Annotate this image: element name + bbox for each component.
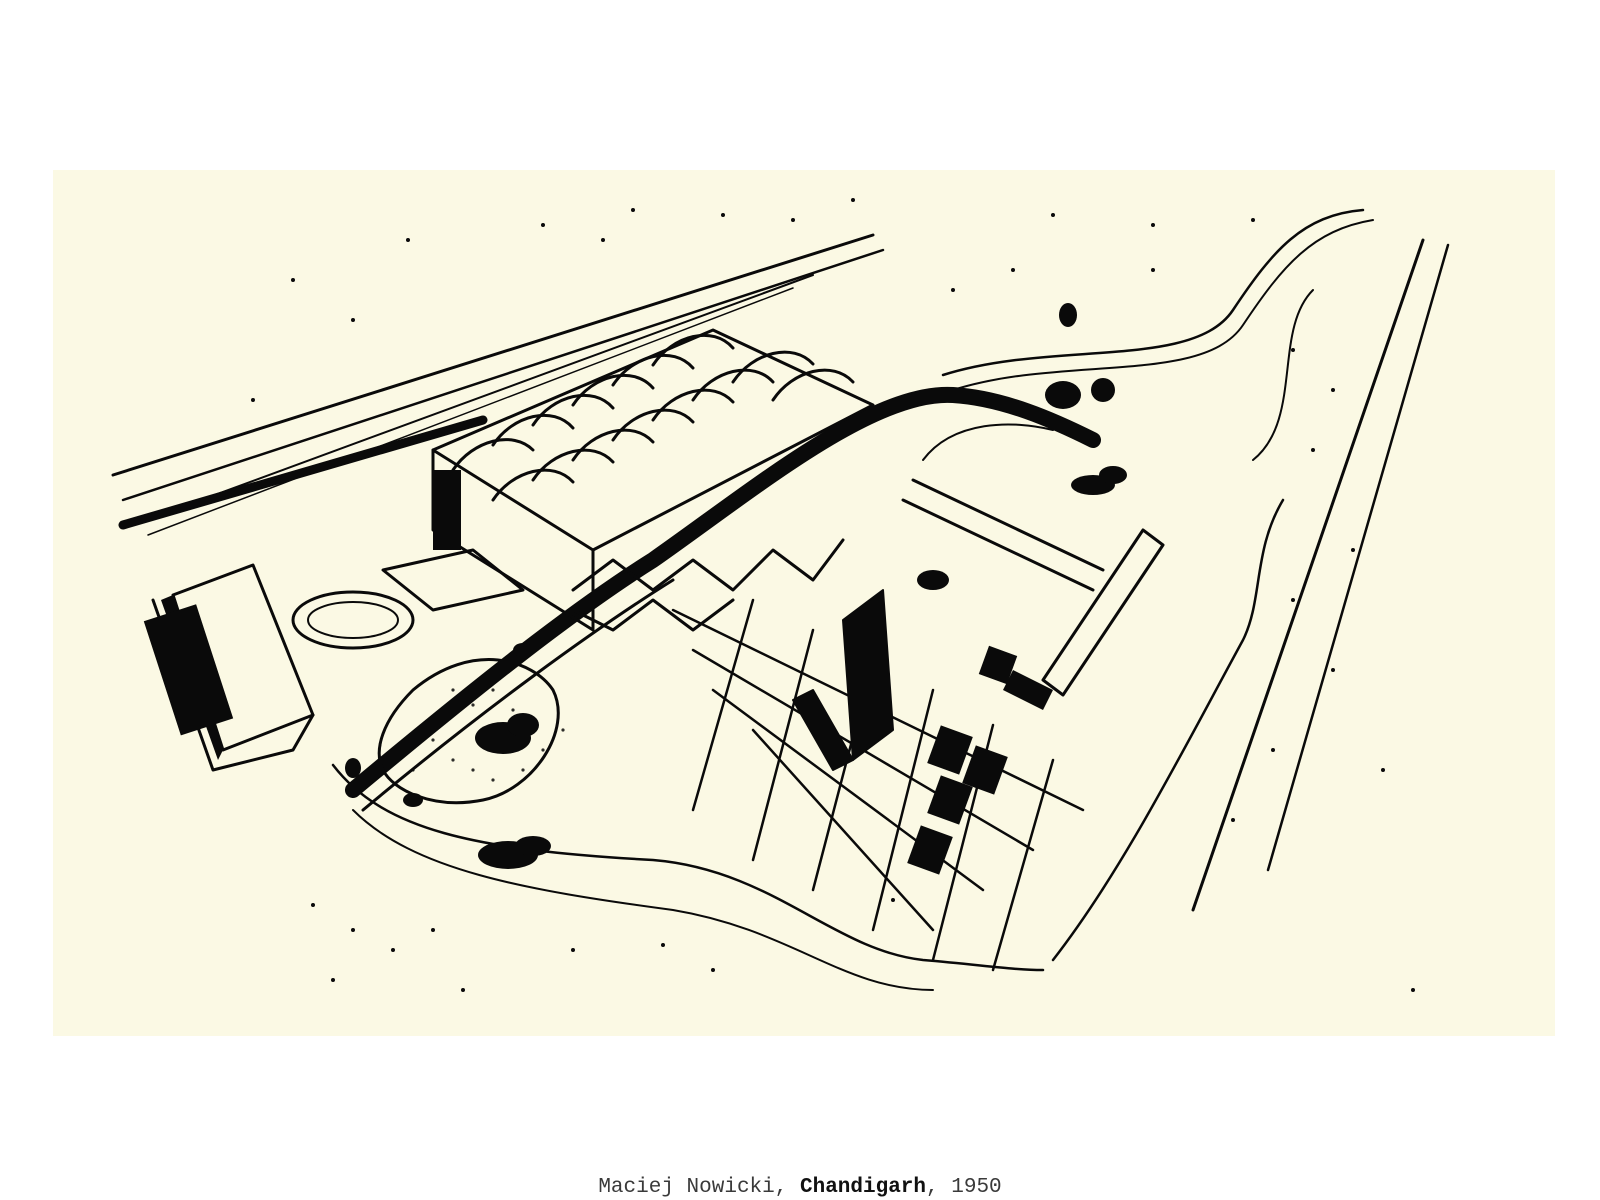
- chandigarh-sketch: [111, 198, 1450, 992]
- sketch-image: [53, 170, 1555, 1036]
- caption-year: 1950: [951, 1176, 1002, 1199]
- caption-title: Chandigarh: [799, 1176, 927, 1199]
- image-caption: Maciej Nowicki, Chandigarh, 1950: [0, 1176, 1600, 1200]
- caption-separator: ,: [926, 1176, 952, 1199]
- caption-separator: ,: [774, 1176, 800, 1199]
- caption-author: Maciej Nowicki: [598, 1176, 775, 1199]
